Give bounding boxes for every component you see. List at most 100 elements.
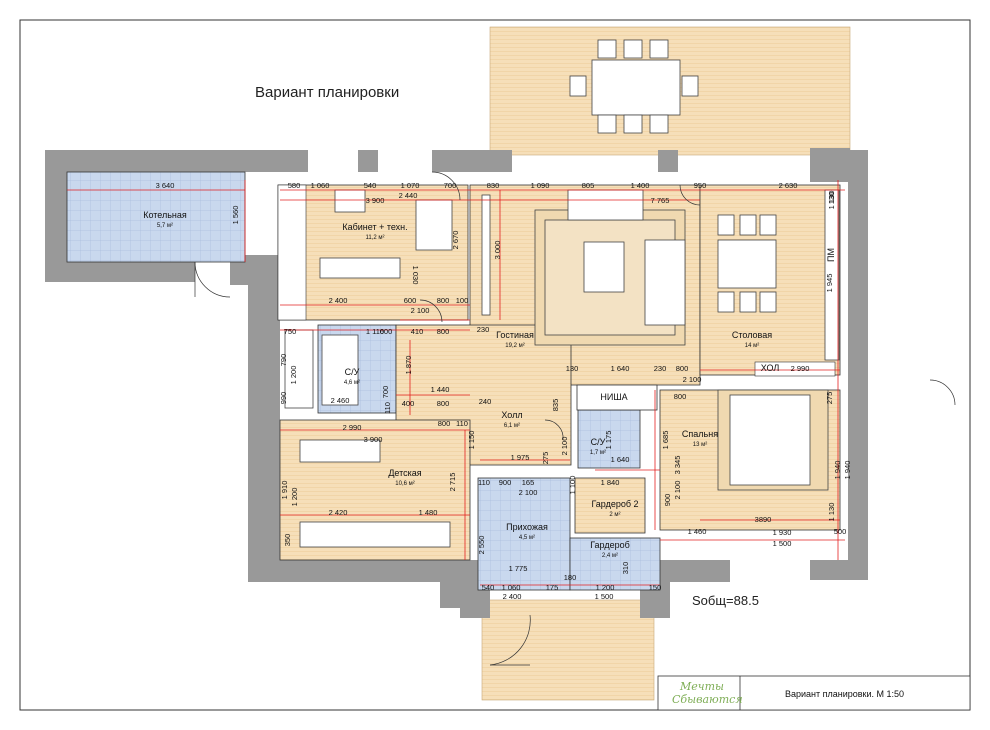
dimension-label: 2 715 [448, 473, 457, 492]
room-label-kotelnaya: Котельная [143, 210, 187, 220]
room-area-stolovaya: 14 м² [745, 343, 759, 349]
dimension-label: 1 685 [661, 431, 670, 450]
room-label-garderob2: Гардероб 2 [591, 499, 638, 509]
room-label-nisha: НИША [600, 392, 627, 402]
room-area-gostinaya: 19,2 м² [505, 343, 524, 349]
dimension-label: 400 [402, 399, 415, 408]
dimension-label: 230 [654, 364, 667, 373]
dimension-label: 1 110 [366, 327, 384, 336]
dimension-label: 410 [411, 327, 424, 336]
dimension-label: 3 900 [366, 196, 385, 205]
dimension-label: 2 440 [399, 191, 418, 200]
dimension-label: 1 480 [419, 508, 438, 517]
dimension-label: 900 [499, 478, 512, 487]
dimension-label: 165 [522, 478, 535, 487]
dimension-label: 310 [621, 562, 630, 575]
room-label-hol: ХОЛ [761, 363, 780, 373]
dimension-label: 1 175 [604, 431, 613, 450]
room-label-kabinet: Кабинет + техн. [342, 222, 407, 232]
room-label-prihozhaya: Прихожая [506, 522, 548, 532]
dimension-label: 1 940 [833, 461, 842, 480]
dimension-label: 790 [279, 354, 288, 367]
dimension-label: 275 [825, 392, 834, 405]
room-area-spalnya: 13 м² [693, 442, 707, 448]
dimension-label: 1 500 [595, 592, 614, 601]
dimension-label: 350 [283, 534, 292, 547]
dimension-label: 1 200 [290, 488, 299, 507]
room-area-garderob: 2,4 м² [602, 553, 618, 559]
dimension-label: 600 [380, 327, 393, 336]
dimension-label: 3 000 [493, 241, 502, 260]
room-area-kabinet: 11,2 м² [365, 235, 384, 241]
dimension-label: 1 500 [773, 539, 792, 548]
dimension-label: 2 400 [329, 296, 348, 305]
dimension-label: 175 [546, 583, 559, 592]
room-label-su2: С/У [591, 437, 606, 447]
door-swings [194, 171, 956, 666]
dimension-label: 230 [477, 325, 490, 334]
dimension-label: 800 [438, 419, 451, 428]
dimension-lines [67, 180, 845, 586]
room-label-spalnya: Спальня [682, 429, 718, 439]
dimension-label: 1 030 [411, 266, 420, 285]
dimension-label: 2 100 [673, 481, 682, 500]
dimension-label: 2 670 [451, 231, 460, 250]
dimension-label: 1 200 [289, 366, 298, 385]
dimension-label: 2 100 [683, 375, 702, 384]
dimension-label: 1 100 [568, 476, 577, 495]
dimension-label: 830 [487, 181, 500, 190]
room-label-su1: С/У [345, 367, 360, 377]
dimension-label: 275 [541, 452, 550, 465]
dimension-label: 130 [566, 364, 579, 373]
dimension-label: 1 130 [827, 191, 836, 210]
dimension-label: 750 [284, 327, 297, 336]
dimension-label: 2 420 [329, 508, 348, 517]
dimension-label: 180 [564, 573, 577, 582]
dimension-label: 1 870 [404, 356, 413, 375]
dimension-label: 800 [676, 364, 689, 373]
dimension-label: 990 [279, 392, 288, 405]
total-area: Sобщ=88.5 [692, 593, 759, 608]
stamp-caption: Вариант планировки. М 1:50 [785, 689, 904, 699]
dimension-label: 2 100 [560, 437, 569, 456]
dimension-label: 1 910 [280, 481, 289, 500]
room-label-pm: ПМ [826, 248, 836, 262]
dimension-label: 1 940 [843, 461, 852, 480]
dimension-label: 2 990 [791, 364, 810, 373]
dimension-label: 1 070 [401, 181, 420, 190]
dimension-label: 1 930 [773, 528, 792, 537]
dimension-label: 2 100 [519, 488, 538, 497]
dimension-label: 2 550 [477, 536, 486, 555]
room-label-detskaya: Детская [388, 468, 421, 478]
dimension-label: 2 100 [411, 306, 430, 315]
dimension-label: 1 200 [596, 583, 615, 592]
dimension-label: 1 460 [688, 527, 707, 536]
dimension-label: 805 [582, 181, 595, 190]
dimension-label: 1 150 [467, 431, 476, 450]
logo-line2: Сбываются [672, 693, 743, 706]
dimension-label: 130 [827, 192, 836, 205]
dimension-label: 1 060 [502, 583, 521, 592]
room-label-holl: Холл [501, 410, 522, 420]
title-block [657, 675, 971, 711]
dimension-label: 950 [694, 181, 707, 190]
dimension-label: 500 [834, 527, 847, 536]
room-area-prihozhaya: 4,5 м² [519, 535, 535, 541]
furniture [284, 39, 840, 548]
dimension-label: 3890 [755, 515, 772, 524]
dimension-label: 1 060 [311, 181, 330, 190]
dimension-label: 540 [364, 181, 377, 190]
room-area-detskaya: 10,6 м² [395, 481, 414, 487]
room-area-kotelnaya: 5,7 м² [157, 223, 173, 229]
dimension-label: 835 [551, 399, 560, 412]
room-label-garderob: Гардероб [590, 540, 630, 550]
dimension-label: 1 640 [611, 455, 630, 464]
dimension-label: 1 130 [827, 503, 836, 522]
dimension-label: 600 [404, 296, 417, 305]
dimension-label: 1 640 [611, 364, 630, 373]
room-area-holl: 6,1 м² [504, 423, 520, 429]
dimension-label: 2 460 [331, 396, 350, 405]
